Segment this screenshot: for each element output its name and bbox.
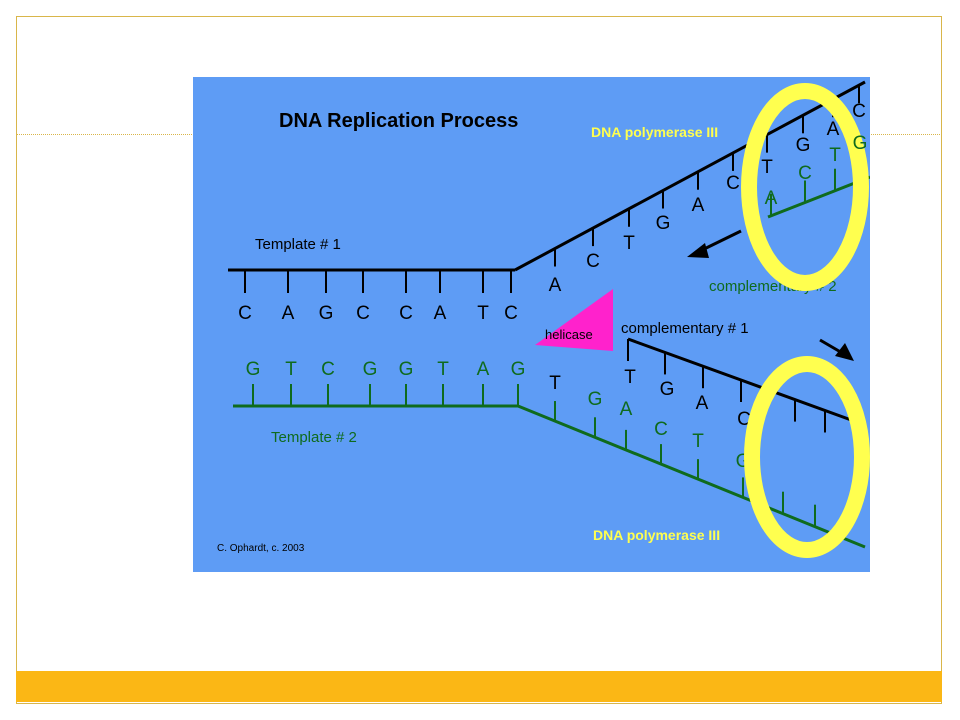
slide-frame [16, 16, 942, 704]
template-1-base: T [477, 303, 489, 324]
complementary-1-base: T [624, 367, 636, 388]
lower-fork-base: T [549, 373, 561, 394]
dna-replication-diagram: DNA Replication Process Template # 1 Tem… [193, 77, 870, 572]
label-polymerase-top: DNA polymerase III [591, 124, 718, 140]
complementary-2-base: A [765, 188, 778, 209]
polymerase-ring-top [741, 83, 869, 291]
template-1-base: C [399, 303, 413, 324]
arrow-lower [819, 338, 854, 361]
template-2-base: T [437, 359, 449, 380]
label-complementary-1: complementary # 1 [621, 320, 749, 337]
template-2-base: G [511, 359, 526, 380]
complementary-1-base: G [660, 379, 675, 400]
dna-strands [228, 80, 870, 549]
template-2-base: G [363, 359, 378, 380]
upper-fork-base: C [726, 173, 740, 194]
complementary-2-base: T [829, 145, 841, 166]
footer-band [16, 671, 942, 702]
template-2-fork-backbone [517, 404, 866, 549]
upper-fork-base: G [796, 135, 811, 156]
arrow-upper [687, 229, 742, 258]
complementary-2-base: G [853, 133, 868, 154]
template-1-base: C [238, 303, 252, 324]
template-2-base: G [399, 359, 414, 380]
helicase-label: helicase [545, 327, 593, 342]
upper-fork-base: A [549, 275, 562, 296]
diagram-title: DNA Replication Process [279, 110, 518, 132]
lower-fork-base: A [620, 399, 633, 420]
template-2-base: A [477, 359, 490, 380]
upper-fork-base: A [827, 119, 840, 140]
template-1-fork-backbone [514, 80, 866, 272]
helicase-shape [535, 289, 613, 351]
upper-fork-base: C [852, 101, 866, 122]
template-2-base: C [321, 359, 335, 380]
template-1-base: A [434, 303, 447, 324]
complementary-1-base: A [696, 393, 709, 414]
polymerase-ring-bottom [744, 356, 870, 558]
template-2-base: T [285, 359, 297, 380]
label-template-2: Template # 2 [271, 429, 357, 446]
upper-fork-base: C [586, 251, 600, 272]
upper-fork-base: A [692, 195, 705, 216]
upper-fork-base: T [761, 157, 773, 178]
upper-fork-base: T [623, 233, 635, 254]
complementary-2-base: C [798, 163, 812, 184]
upper-fork-base: G [656, 213, 671, 234]
template-1-base: G [319, 303, 334, 324]
label-template-1: Template # 1 [255, 236, 341, 253]
template-1-base: C [504, 303, 518, 324]
dna-diagram-canvas: DNA Replication Process Template # 1 Tem… [217, 80, 870, 558]
lower-fork-base: C [654, 419, 668, 440]
lower-fork-base: T [692, 431, 704, 452]
template-2-base: G [246, 359, 261, 380]
lower-fork-base: G [588, 389, 603, 410]
credit-text: C. Ophardt, c. 2003 [217, 543, 305, 554]
template-1-base: C [356, 303, 370, 324]
label-polymerase-bottom: DNA polymerase III [593, 527, 720, 543]
template-1-base: A [282, 303, 295, 324]
